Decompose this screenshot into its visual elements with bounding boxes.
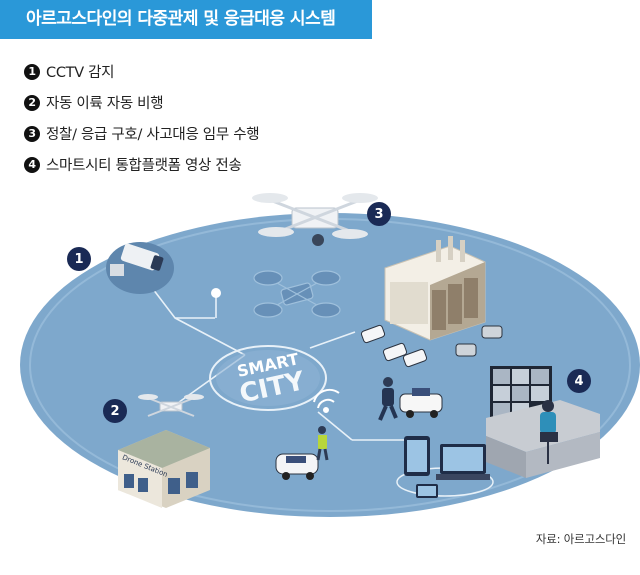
legend-item: 2 자동 이륙 자동 비행	[24, 87, 259, 118]
smart-city-hub: SMART CITY	[209, 345, 340, 413]
pedestrian-icon	[316, 426, 329, 461]
legend-text: 정찰/ 응급 구호/ 사고대응 임무 수행	[46, 127, 260, 143]
police-cars-icon	[360, 324, 503, 368]
legend-text: 자동 이륙 자동 비행	[46, 96, 164, 112]
legend-item: 4 스마트시티 통합플랫폼 영상 전송	[24, 149, 259, 180]
legend-number: 1	[24, 63, 40, 80]
control-room-icon	[486, 366, 600, 478]
source-caption: 자료: 아르고스다인	[535, 532, 626, 546]
devices-icon	[396, 436, 494, 498]
step-marker-4: 4	[567, 369, 591, 393]
legend-number: 4	[24, 156, 40, 173]
step-marker-3: 3	[367, 202, 391, 226]
legend: 1 CCTV 감지 2 자동 이륙 자동 비행 3 정찰/ 응급 구호/ 사고대…	[24, 56, 260, 180]
car-icon	[275, 453, 319, 480]
station-drone-icon	[138, 394, 204, 417]
legend-number: 2	[24, 94, 40, 111]
page-title: 아르고스다인의 다중관제 및 응급대응 시스템	[0, 0, 372, 39]
legend-text: 스마트시티 통합플랫폼 영상 전송	[46, 158, 242, 174]
factory-building-icon	[384, 236, 486, 341]
cctv-camera-icon	[106, 242, 174, 294]
step-marker-1: 1	[67, 247, 91, 271]
legend-text: CCTV 감지	[46, 65, 115, 81]
drone-icon	[252, 193, 378, 246]
police-officer-icon	[378, 377, 398, 421]
drone-station-building-icon: Drone Station	[118, 430, 210, 508]
legend-number: 3	[24, 125, 40, 142]
legend-item: 3 정찰/ 응급 구호/ 사고대응 임무 수행	[24, 118, 260, 149]
step-marker-2: 2	[103, 399, 127, 423]
legend-item: 1 CCTV 감지	[24, 56, 259, 87]
wifi-icon	[313, 388, 340, 413]
police-car-icon	[399, 388, 443, 418]
drone-shadow-icon	[253, 270, 341, 318]
